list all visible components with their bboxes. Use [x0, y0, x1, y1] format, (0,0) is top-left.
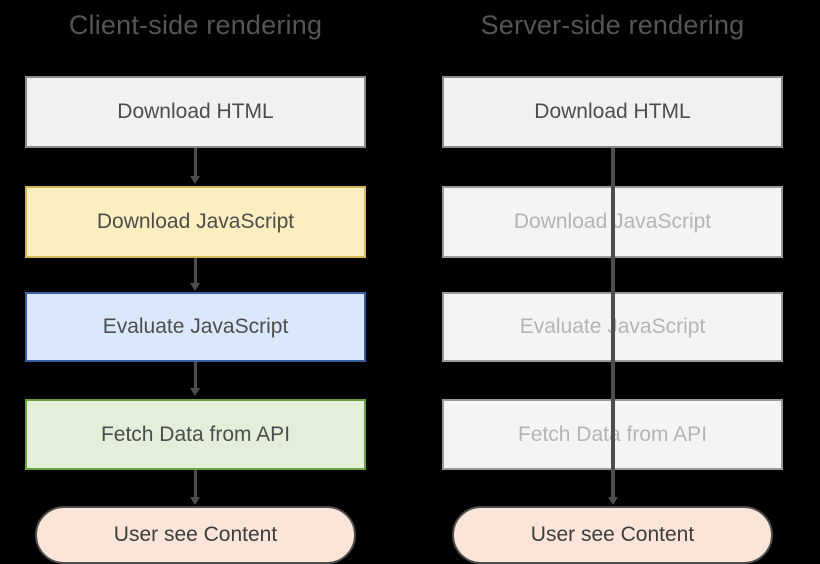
arrowhead-client-2: [190, 283, 200, 291]
arrowhead-server-final: [608, 497, 618, 505]
connector-client-3: [194, 362, 197, 389]
node-server-user-see-content[interactable]: User see Content: [452, 506, 773, 564]
node-client-user-see-content[interactable]: User see Content: [35, 506, 356, 564]
node-label: Download JavaScript: [96, 210, 295, 234]
connector-server-bypass: [611, 148, 615, 498]
connector-client-2: [194, 258, 197, 285]
arrowhead-client-4: [190, 497, 200, 505]
node-client-fetch-data-from-api[interactable]: Fetch Data from API: [25, 399, 366, 470]
arrowhead-client-3: [190, 388, 200, 396]
connector-client-4: [194, 470, 197, 498]
node-label: Fetch Data from API: [100, 422, 291, 446]
column-title-client-side: Client-side rendering: [68, 10, 323, 40]
node-label: User see Content: [530, 523, 695, 547]
column-title-server-side: Server-side rendering: [480, 10, 745, 40]
node-client-evaluate-javascript[interactable]: Evaluate JavaScript: [25, 292, 366, 362]
arrowhead-client-1: [190, 176, 200, 184]
node-label: User see Content: [113, 523, 278, 547]
node-label: Download HTML: [117, 100, 274, 124]
node-server-download-html[interactable]: Download HTML: [442, 76, 783, 148]
node-label: Evaluate JavaScript: [102, 315, 289, 339]
connector-client-1: [194, 148, 197, 177]
node-client-download-html[interactable]: Download HTML: [25, 76, 366, 148]
node-client-download-javascript[interactable]: Download JavaScript: [25, 186, 366, 258]
node-label: Download HTML: [534, 100, 691, 124]
